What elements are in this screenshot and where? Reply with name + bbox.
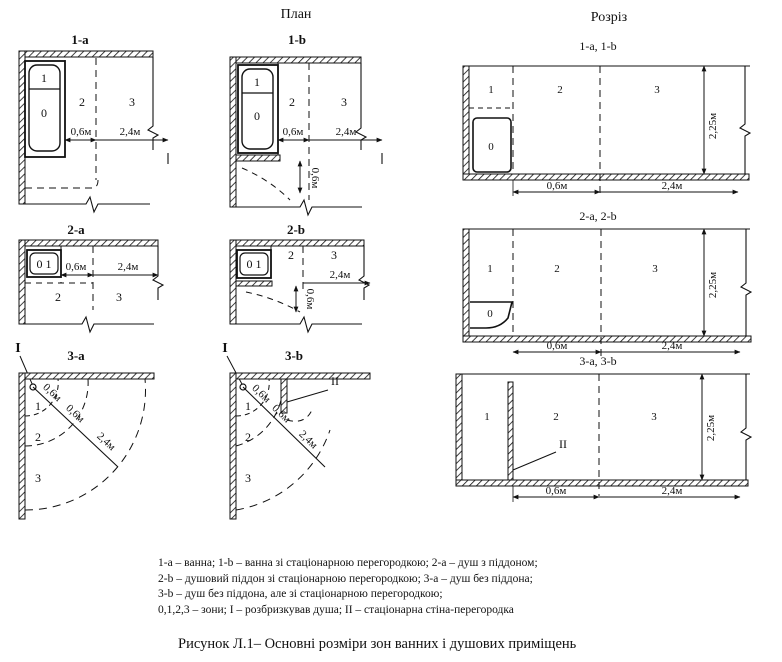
shower-tray (26, 249, 62, 278)
dim-0-6: 0,6м (283, 126, 304, 138)
bathtub-inner (28, 64, 61, 152)
legend: 1-а – ванна; 1-b – ванна зі стаціонарною… (158, 556, 638, 618)
dim-2-4: 2,4м (94, 430, 117, 453)
height-dim: 2,25м (705, 415, 717, 441)
shower-head-mark: І (15, 341, 20, 356)
dim-0-6: 0,6м (546, 485, 567, 497)
figure-caption: Рисунок Л.1– Основні розміри зон ванних … (178, 636, 577, 652)
plan-2a: 2-а 0 1 2 3 0,6м 2,4м (18, 222, 165, 334)
zone-0-1-label: 0 1 (247, 257, 262, 271)
zone-1-label: 1 (41, 71, 47, 85)
partition (235, 154, 281, 162)
zone-2-label: 2 (245, 430, 251, 444)
plan-1b: 1-b 1 0 2 3 0,6м 2,4м 0,6м (229, 32, 383, 217)
plan-1b-title: 1-b (288, 32, 306, 47)
dim-2-4: 2,4м (336, 126, 357, 138)
section-2: 2-а, 2-b 0 1 2 3 2,25м 0,6м 2,4м (462, 209, 753, 356)
zone-2-label: 2 (554, 263, 560, 275)
section-2-title: 2-а, 2-b (579, 209, 616, 223)
legend-line: 0,1,2,3 – зони; І – розбризкував душа; І… (158, 603, 514, 616)
plan-3a: 3-а І 1 2 3 0,6м 0,6м 2,4м (15, 341, 155, 520)
section-header: Розріз (591, 10, 628, 25)
zone-2-label: 2 (553, 411, 559, 423)
dim-0-6-a: 0,6м (40, 381, 63, 404)
fixed-partition-section (507, 381, 514, 481)
dim-0-6: 0,6м (66, 261, 87, 273)
dim-0-6: 0,6м (547, 180, 568, 192)
plan-1a: 1-а 1 0 2 3 0,6м 2,4м (18, 32, 169, 214)
partition-mark: ІІ (559, 437, 567, 451)
zone-3-label: 3 (341, 95, 347, 109)
plan-header: План (281, 7, 312, 22)
plan-3b: 3-b І ІІ 1 2 3 0,6м 0,6м 2,4м (222, 341, 371, 520)
fixed-partition (280, 378, 288, 414)
section-1-title: 1-а, 1-b (579, 39, 616, 53)
legend-line: 1-а – ванна; 1-b – ванна зі стаціонарною… (158, 557, 538, 569)
zone-3-label: 3 (652, 263, 658, 275)
shower-head-mark: І (222, 341, 227, 356)
legend-line: 3-b – душ без піддона, але зі стаціонарн… (158, 588, 443, 600)
bathtub-section (472, 117, 512, 173)
zone-2-label: 2 (79, 95, 85, 109)
legend-line: 2-b – душовий піддон зі стаціонарною пер… (158, 572, 533, 585)
zone-3-label: 3 (116, 290, 122, 304)
dim-0-6-b: 0,6м (269, 402, 292, 425)
shower-tray-section (470, 301, 514, 329)
section-3: 3-а, 3-b 1 2 3 ІІ 2,25м 0,6м 2,4м (455, 354, 753, 502)
zone-2-label: 2 (55, 290, 61, 304)
zone-0-label: 0 (487, 308, 493, 320)
zone-3-label: 3 (245, 471, 251, 485)
plan-2a-title: 2-а (67, 222, 85, 237)
plan-1a-title: 1-а (71, 32, 89, 47)
plan-3a-title: 3-а (67, 348, 85, 363)
plan-2b: 2-b 0 1 2 3 2,4м 0,6м (229, 222, 371, 334)
dim-2-4: 2,4м (296, 428, 319, 451)
zone-2-label: 2 (557, 84, 563, 96)
dim-vertical-0-6: 0,6м (304, 289, 316, 310)
zone-3-label: 3 (35, 471, 41, 485)
zone-1-label: 1 (488, 84, 494, 96)
dim-0-6: 0,6м (71, 126, 92, 138)
dim-2-4: 2,4м (118, 261, 139, 273)
dim-2-4: 2,4м (662, 485, 683, 497)
zone-2-label: 2 (35, 430, 41, 444)
partition (235, 280, 273, 287)
height-dim: 2,25м (707, 113, 719, 139)
dim-vertical-0-6: 0,6м (309, 168, 321, 189)
zone-0-1-label: 0 1 (37, 257, 52, 271)
zone-3-label: 3 (651, 411, 657, 423)
zone-1-label: 1 (484, 411, 490, 423)
zone-1-label: 1 (487, 263, 493, 275)
zone-2-label: 2 (288, 248, 294, 262)
dim-2-4: 2,4м (662, 180, 683, 192)
section-3-title: 3-а, 3-b (579, 354, 616, 368)
zone-3-label: 3 (654, 84, 660, 96)
zone-1-label: 1 (245, 399, 251, 413)
dim-0-6-b: 0,6м (63, 402, 86, 425)
partition-mark: ІІ (331, 374, 339, 388)
plan-3b-title: 3-b (285, 348, 303, 363)
wall-top (18, 50, 154, 58)
zone-0-label: 0 (488, 141, 494, 153)
zone-3-label: 3 (331, 248, 337, 262)
zone-3-label: 3 (129, 95, 135, 109)
zone-1-label: 1 (254, 75, 260, 89)
section-1: 1-а, 1-b 0 1 2 3 2,25м 0,6м 2,4м (462, 39, 752, 196)
height-dim: 2,25м (707, 272, 719, 298)
dim-0-6: 0,6м (547, 340, 568, 352)
zone-0-label: 0 (254, 109, 260, 123)
zone-0-label: 0 (41, 106, 47, 120)
dim-2-4: 2,4м (330, 269, 351, 281)
dim-2-4: 2,4м (120, 126, 141, 138)
zone-1-label: 1 (35, 399, 41, 413)
plan-2b-title: 2-b (287, 222, 305, 237)
dim-2-4: 2,4м (662, 340, 683, 352)
zone-2-label: 2 (289, 95, 295, 109)
